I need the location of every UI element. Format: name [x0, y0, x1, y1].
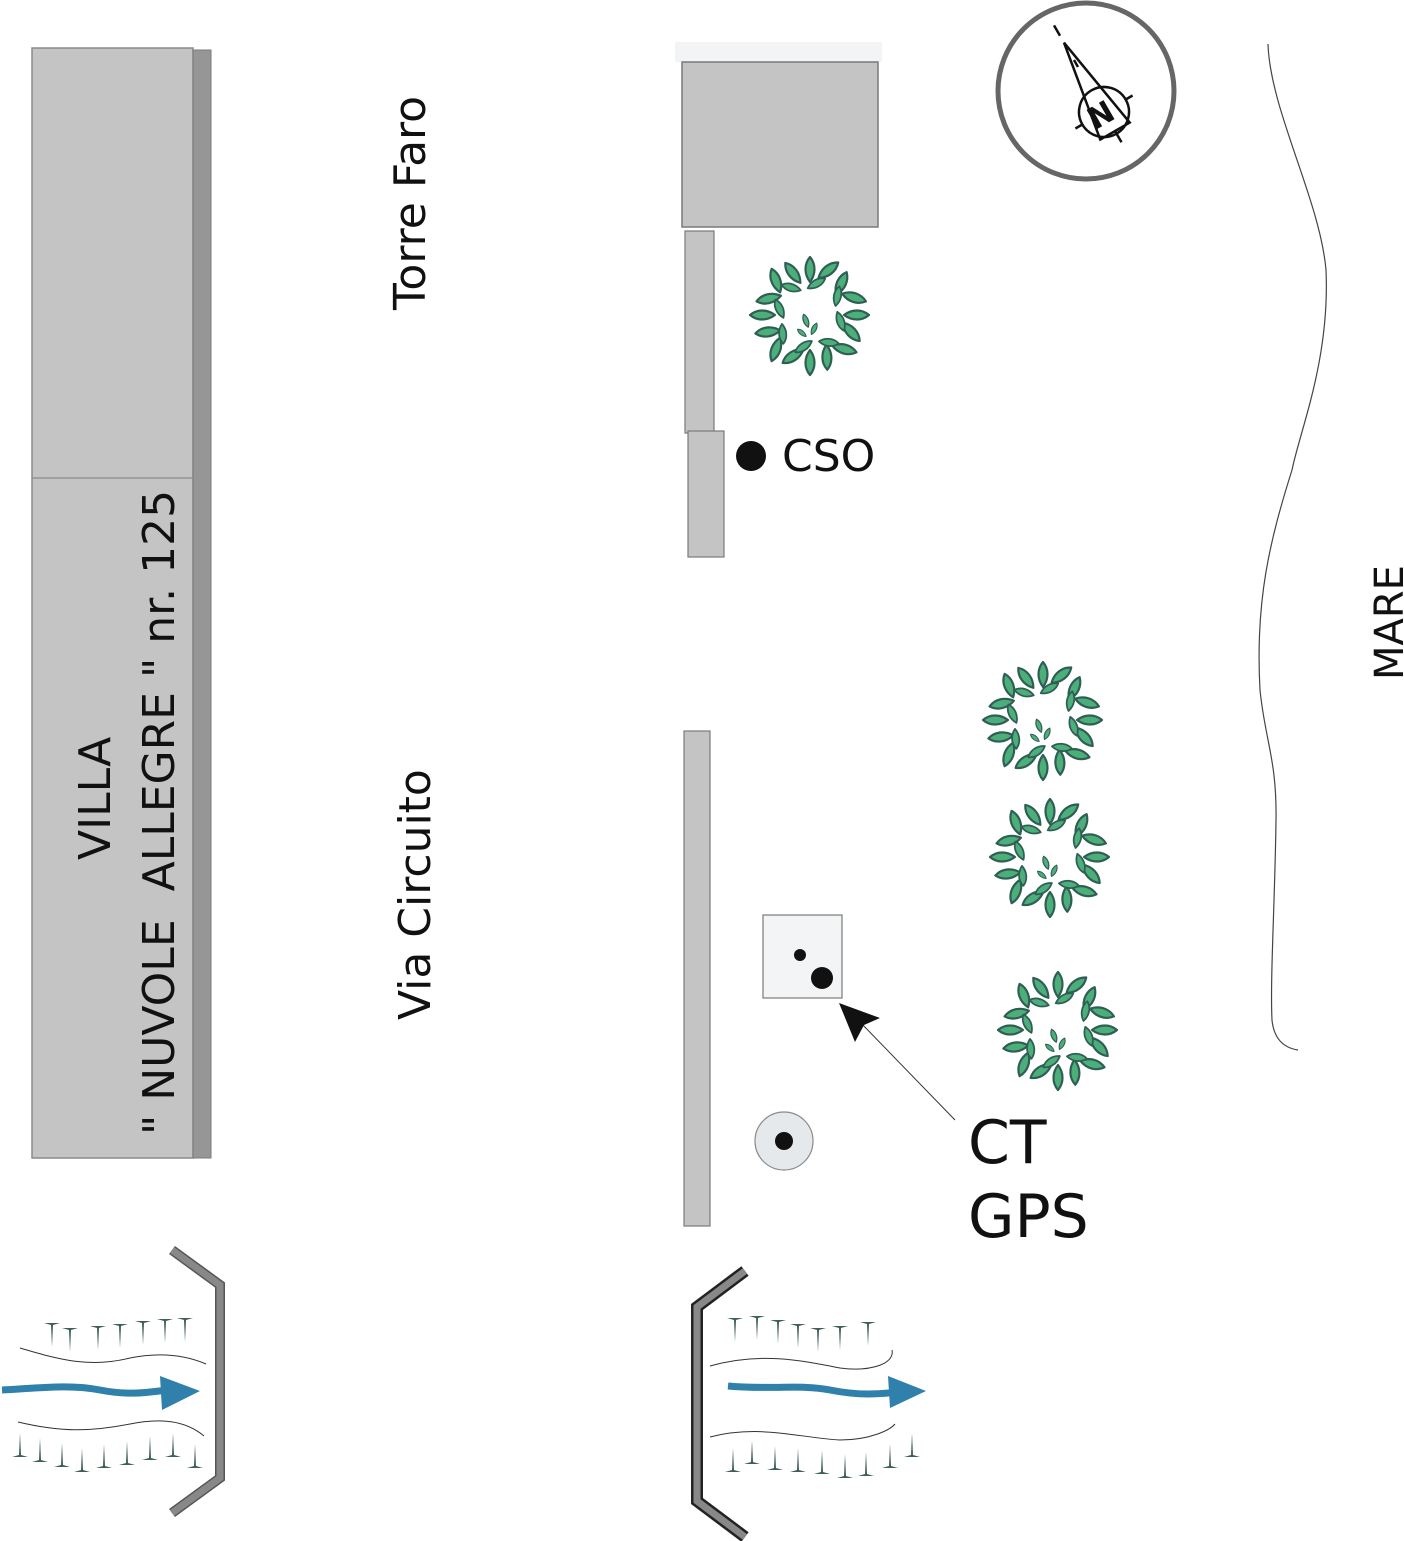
north-compass-icon: N: [995, 0, 1177, 182]
sea-label: MARE: [1367, 565, 1404, 680]
villa-label-line1: VILLA: [70, 737, 121, 860]
cso-label: CSO: [782, 431, 875, 482]
cso-marker-dot: [736, 441, 766, 471]
wind-barrier-diagram-right: [691, 1266, 926, 1541]
villa-building: [31, 47, 212, 1159]
tree-icon: [750, 257, 869, 375]
gps-label: GPS: [968, 1182, 1089, 1252]
tree-icon: [983, 662, 1102, 780]
ct-label: CT: [968, 1108, 1047, 1178]
tree-icon: [998, 972, 1117, 1090]
shoreline: [1258, 43, 1327, 1051]
ct-station: [762, 914, 843, 999]
gps-antenna-marker: [754, 1111, 814, 1171]
wind-barrier-diagram-left: [1, 1245, 225, 1518]
pointer-arrow: [839, 1003, 956, 1121]
boundary-wall: [683, 730, 711, 1227]
tree-icon: [990, 799, 1109, 917]
villa-label-line2: " NUVOLE ALLEGRE " nr. 125: [134, 490, 185, 1135]
street-label-via-circuito: Via Circuito: [390, 769, 441, 1020]
lighthouse-building: [675, 42, 882, 558]
street-label-torre-faro: Torre Faro: [385, 96, 436, 311]
